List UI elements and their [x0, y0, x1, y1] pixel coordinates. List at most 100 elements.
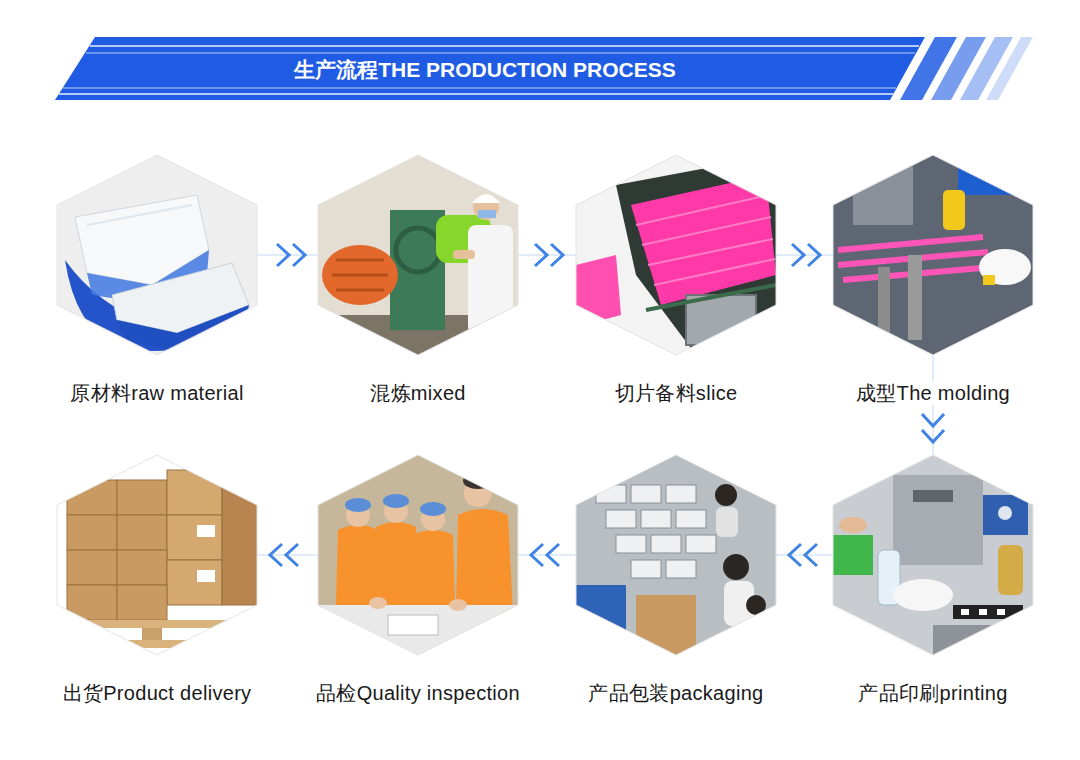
hexagon-frame: [57, 155, 257, 355]
delivery-photo: [67, 515, 117, 550]
inspection-photo: [383, 494, 409, 508]
step-caption: 成型The molding: [853, 381, 1013, 405]
mixing-photo: [396, 228, 440, 272]
hexagon-frame: [576, 455, 776, 655]
mixing-photo: [336, 289, 384, 292]
slicing-photo: [576, 155, 776, 355]
printing-photo: [833, 455, 1033, 655]
printing-photo: [998, 545, 1023, 595]
hexagon-frame: [57, 155, 257, 355]
process-step: 成型The molding: [833, 155, 1033, 355]
molding-photo: [983, 275, 995, 285]
process-step: 品检Quality inspection: [318, 455, 518, 655]
inspection-photo: [336, 525, 380, 605]
process-step: 出货Product delivery: [57, 455, 257, 655]
delivery-photo: [57, 640, 257, 648]
inspection-photo: [463, 473, 493, 489]
flow-arrow: [932, 355, 934, 455]
inspection-photo: [345, 498, 371, 512]
delivery-photo: [117, 585, 167, 620]
inspection-photo: [318, 605, 518, 655]
molding-photo: [908, 255, 922, 340]
printing-photo: [953, 605, 1023, 619]
molding-photo: [833, 155, 1033, 355]
delivery-photo: [117, 480, 167, 515]
printing-photo: [833, 535, 873, 575]
step-caption: 产品包装packaging: [585, 681, 766, 705]
packaging-photo: [651, 535, 681, 553]
packaging-photo: [606, 510, 636, 528]
delivery-photo: [197, 570, 215, 582]
title-banner: [986, 37, 1033, 100]
delivery-photo: [57, 620, 257, 628]
inspection-photo: [318, 455, 518, 655]
mixing-photo: [473, 194, 499, 220]
process-step: 切片备料slice: [576, 155, 776, 355]
step-caption: 混炼mixed: [367, 381, 468, 405]
step-caption: 产品印刷printing: [855, 681, 1010, 705]
slicing-photo: [648, 239, 773, 265]
title: 生产流程THE PRODUCTION PROCESS: [288, 57, 682, 83]
molding-photo: [838, 237, 983, 250]
printing-photo: [979, 609, 987, 615]
packaging-photo: [715, 484, 737, 506]
slicing-photo: [576, 155, 776, 355]
title-banner: [90, 45, 919, 47]
packaging-photo: [666, 485, 696, 503]
packaging-photo: [686, 535, 716, 553]
inspection-photo: [449, 599, 467, 611]
mixing-photo: [453, 250, 475, 259]
process-step: 混炼mixed: [318, 155, 518, 355]
printing-photo: [997, 609, 1005, 615]
process-step: 产品印刷printing: [833, 455, 1033, 655]
packaging-photo: [641, 510, 671, 528]
hexagon-frame: [576, 455, 776, 655]
delivery-photo: [167, 560, 222, 605]
molding-photo: [958, 155, 1018, 195]
packaging-photo: [616, 535, 646, 553]
hexagon-frame: [318, 155, 518, 355]
delivery-photo: [57, 455, 257, 655]
packaging-photo: [576, 455, 776, 655]
step-caption: 出货Product delivery: [60, 681, 255, 705]
mixing-photo: [472, 194, 500, 203]
hexagon-frame: [57, 455, 257, 655]
delivery-photo: [67, 550, 117, 585]
title-banner: [59, 93, 893, 95]
molding-photo: [853, 165, 913, 225]
title-holder: 生产流程THE PRODUCTION PROCESS: [185, 57, 785, 83]
step-caption: 品检Quality inspection: [313, 681, 523, 705]
flow-arrow: [257, 554, 318, 556]
slicing-photo: [636, 195, 768, 225]
molding-photo: [833, 155, 1033, 355]
delivery-photo: [222, 475, 257, 605]
hexagon-frame: [318, 155, 518, 355]
flow-arrow: [518, 554, 576, 556]
molding-photo: [943, 190, 965, 230]
title-banner: [55, 37, 925, 100]
delivery-photo: [67, 628, 87, 640]
raw-material-photo: [57, 155, 257, 355]
delivery-photo: [117, 515, 167, 550]
mixing-photo: [478, 210, 496, 218]
hexagon-frame: [833, 455, 1033, 655]
printing-photo: [893, 579, 953, 611]
hexagon-frame: [833, 155, 1033, 355]
flow-arrow: [518, 254, 576, 256]
hexagon-frame: [318, 455, 518, 655]
mixing-photo: [318, 155, 518, 355]
flow-arrow: [776, 254, 833, 256]
delivery-photo: [217, 628, 237, 640]
delivery-photo: [142, 628, 162, 640]
raw-material-photo: [87, 205, 192, 225]
hexagon-frame: [576, 155, 776, 355]
flow-arrow: [257, 254, 318, 256]
molding-photo: [979, 249, 1031, 285]
flow-arrow: [776, 554, 833, 556]
inspection-photo: [388, 615, 438, 635]
packaging-photo: [576, 455, 776, 655]
mixing-photo: [332, 274, 388, 277]
printing-photo: [998, 506, 1012, 520]
